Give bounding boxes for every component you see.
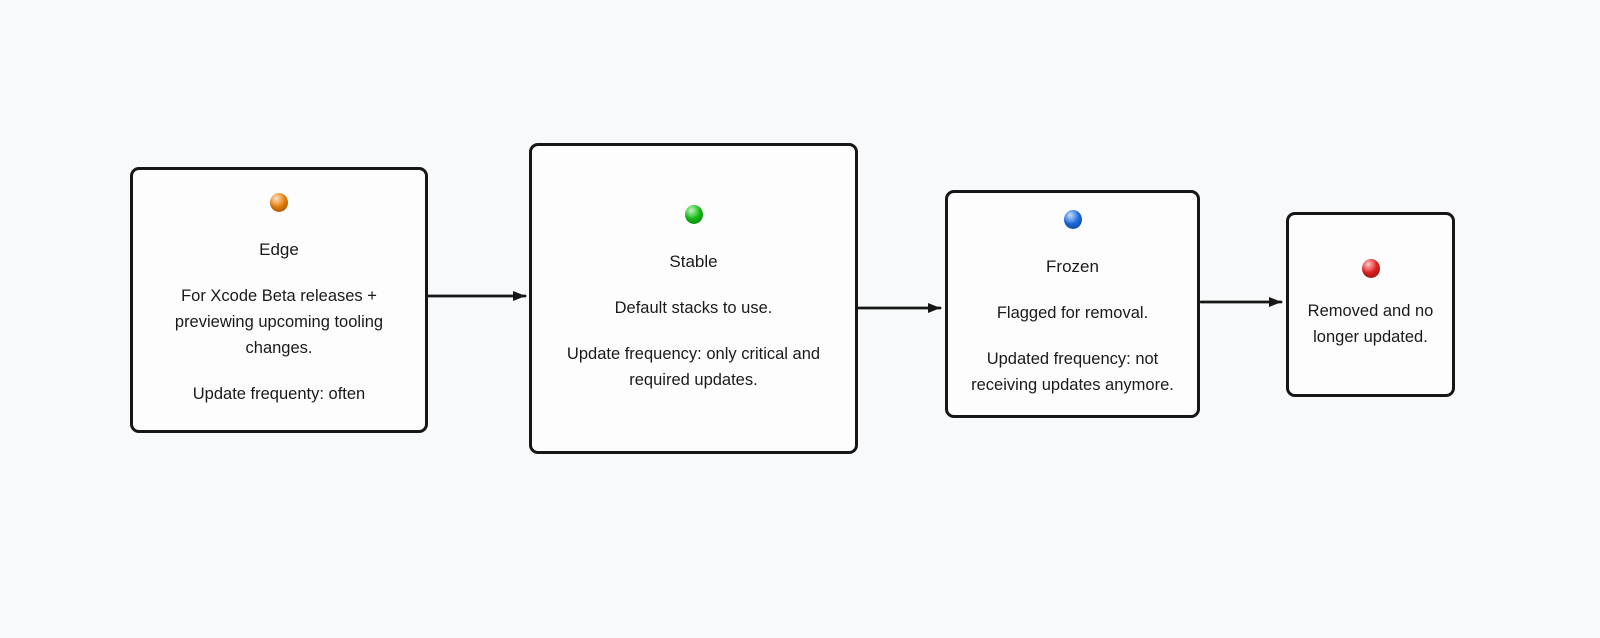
card-removed-description: Removed and no longer updated. [1307,302,1434,346]
green-circle-icon [684,204,703,224]
card-removed: Removed and no longer updated. [1286,212,1455,397]
card-stable: Stable Default stacks to use. Update fre… [529,143,858,454]
card-stable-description: Default stacks to use. [614,298,773,317]
blue-circle-icon [1063,210,1082,229]
card-frozen-update-frequency: Updated frequency: not receiving updates… [971,350,1174,394]
red-circle-icon [1361,259,1380,278]
card-frozen: Frozen Flagged for removal. Updated freq… [945,190,1200,418]
card-edge: Edge For Xcode Beta releases + previewin… [130,167,428,433]
card-frozen-description: Flagged for removal. [996,304,1149,322]
card-stable-update-frequency: Update frequency: only critical and requ… [566,344,821,389]
orange-circle-icon [270,193,288,212]
card-edge-description: For Xcode Beta releases + previewing upc… [174,287,384,357]
card-stable-title: Stable [669,251,718,271]
card-edge-title: Edge [259,240,299,259]
card-frozen-title: Frozen [1046,257,1099,276]
card-edge-update-frequency: Update frequenty: often [192,385,366,403]
